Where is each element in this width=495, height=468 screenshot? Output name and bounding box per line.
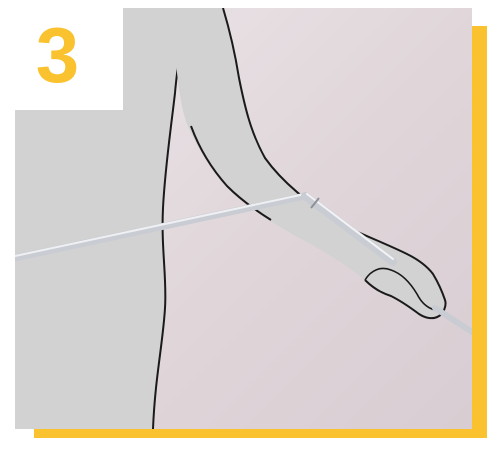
- arm-silhouette: [175, 8, 446, 318]
- cane-tip: [435, 308, 472, 332]
- step-number: 3: [36, 16, 79, 94]
- step-number-box: 3: [0, 0, 123, 110]
